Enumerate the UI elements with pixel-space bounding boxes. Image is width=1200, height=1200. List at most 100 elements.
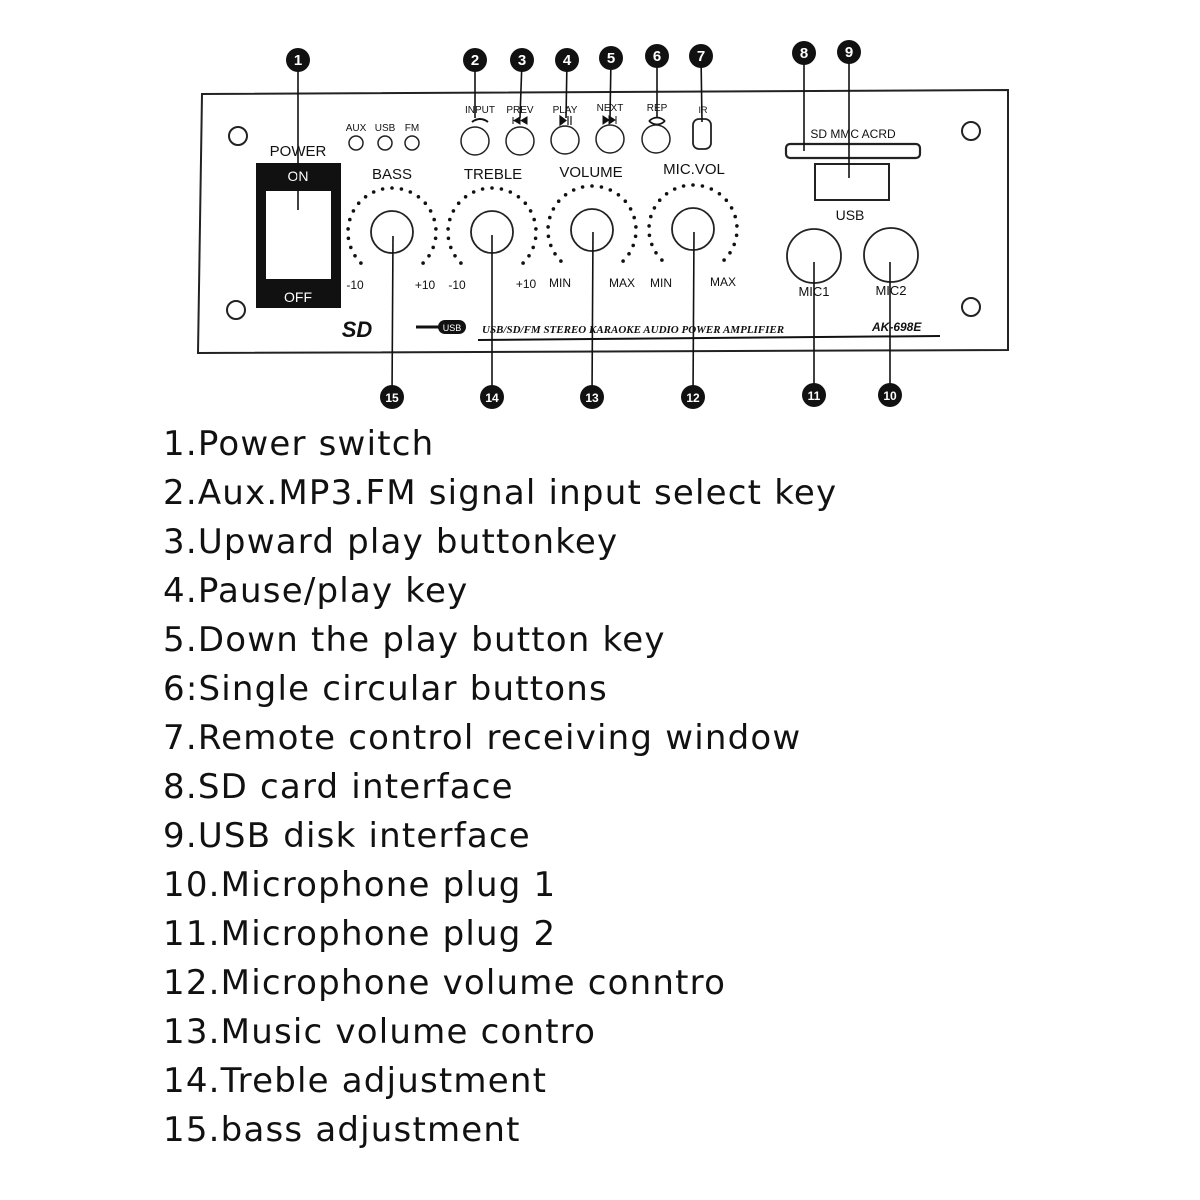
callout-number: 12: [686, 391, 700, 405]
legend-item-12: 12.Microphone volume conntro: [163, 963, 727, 1003]
legend-item-2: 2.Aux.MP3.FM signal input select key: [163, 473, 838, 513]
callout-badge: [681, 385, 705, 409]
legend-item-5: 5.Down the play button key: [163, 620, 666, 660]
bass-knob-label: BASS: [372, 166, 412, 183]
callout-badge: [380, 385, 404, 409]
mic2-label: MIC2: [875, 283, 906, 298]
next-button[interactable]: [595, 124, 625, 154]
callout-number: 9: [845, 44, 853, 61]
usb-port-label: USB: [836, 207, 865, 223]
function-buttons: INPUT PREV PLAY NEXT REP IR: [460, 103, 712, 156]
legend-item-9: 9.USB disk interface: [163, 816, 531, 856]
callout-badge: [837, 40, 861, 64]
callout-number: 10: [883, 389, 897, 403]
legend-item-7: 7.Remote control receiving window: [163, 718, 802, 758]
callout-number: 8: [800, 45, 808, 62]
callout-leader-line: [591, 231, 594, 398]
callout-badge: [645, 44, 669, 68]
callout-leader-line: [692, 231, 695, 398]
volume-knob-label: VOLUME: [559, 164, 622, 181]
legend-item-14: 14.Treble adjustment: [163, 1061, 548, 1101]
callout-badge: [286, 48, 310, 72]
treble-knob-label: TREBLE: [464, 166, 522, 183]
legend-item-1: 1.Power switch: [163, 424, 435, 464]
volume-knob[interactable]: [570, 208, 614, 252]
callout-badge: [689, 44, 713, 68]
usb-port[interactable]: [814, 163, 890, 201]
play-pause-icon: [559, 114, 572, 127]
sd-card-slot[interactable]: [784, 142, 922, 160]
repeat-icon: [648, 116, 666, 126]
legend-list: 1.Power switch 2.Aux.MP3.FM signal input…: [163, 420, 1163, 1155]
input-button[interactable]: [460, 126, 490, 156]
treble-min-label: -10: [448, 278, 466, 292]
callout-badge: [802, 383, 826, 407]
prev-icon: [512, 116, 528, 125]
callout-number: 11: [808, 389, 821, 403]
callout-badge: [792, 41, 816, 65]
usb-indicator-label: USB: [375, 123, 396, 134]
callout-number: 6: [653, 48, 661, 65]
callout-number: 3: [518, 52, 526, 69]
knob-scale-dots: [346, 183, 739, 265]
callout-badge: [599, 46, 623, 70]
bass-min-label: -10: [346, 278, 364, 292]
amplifier-panel-diagram: POWER ON OFF AUX USB FM INPUT PREV PLAY …: [196, 40, 1009, 409]
usb-led-icon: [377, 135, 393, 151]
volume-min-label: MIN: [549, 276, 571, 290]
usb-logo-text: USB: [443, 323, 462, 333]
callout-badge: [555, 48, 579, 72]
callout-badge: [878, 383, 902, 407]
sd-logo-icon: SD: [342, 317, 373, 342]
input-button-label: INPUT: [465, 105, 495, 116]
source-indicators: AUX USB FM: [346, 123, 420, 151]
title-underline: [477, 335, 941, 341]
legend-item-10: 10.Microphone plug 1: [163, 865, 557, 905]
play-button-label: PLAY: [553, 105, 578, 116]
mounting-hole: [228, 126, 248, 146]
mic-vol-knob[interactable]: [671, 207, 715, 251]
aux-indicator-label: AUX: [346, 123, 367, 134]
mic-vol-max-label: MAX: [710, 275, 736, 289]
mic2-jack[interactable]: [863, 227, 919, 283]
fm-led-icon: [404, 135, 420, 151]
callout-number: 7: [697, 48, 705, 65]
callout-number: 5: [607, 50, 615, 67]
aux-led-icon: [348, 135, 364, 151]
sd-slot-label: SD MMC ACRD: [810, 127, 896, 141]
next-icon: [602, 115, 617, 125]
input-arrow-icon: [471, 118, 489, 123]
panel-title: USB/SD/FM STEREO KARAOKE AUDIO POWER AMP…: [482, 324, 784, 336]
volume-max-label: MAX: [609, 276, 635, 290]
legend-item-8: 8.SD card interface: [163, 767, 514, 807]
power-off-label: OFF: [284, 289, 312, 305]
legend-item-4: 4.Pause/play key: [163, 571, 469, 611]
repeat-button[interactable]: [641, 124, 671, 154]
ir-label: IR: [699, 105, 709, 115]
callout-number: 15: [385, 391, 399, 405]
mounting-hole: [961, 121, 981, 141]
callout-badge: [463, 48, 487, 72]
callout-badge: [510, 48, 534, 72]
callout-leader-line: [391, 235, 394, 398]
callout-number: 14: [485, 391, 499, 405]
prev-button[interactable]: [505, 126, 535, 156]
callout-number: 2: [471, 52, 479, 69]
callout-badge: [480, 385, 504, 409]
legend-item-15: 15.bass adjustment: [163, 1110, 521, 1150]
bass-knob[interactable]: [370, 210, 414, 254]
mounting-hole: [226, 300, 246, 320]
play-button[interactable]: [550, 125, 580, 155]
fm-indicator-label: FM: [405, 123, 419, 134]
panel-outline: [196, 88, 1009, 355]
callout-number: 1: [294, 52, 302, 69]
mic-vol-knob-label: MIC.VOL: [663, 161, 725, 178]
usb-logo-icon: USB: [416, 320, 466, 334]
legend-item-6: 6:Single circular buttons: [163, 669, 608, 709]
mounting-hole: [961, 297, 981, 317]
legend-item-13: 13.Music volume contro: [163, 1012, 597, 1052]
callout-number: 4: [563, 52, 572, 69]
callout-badge: [580, 385, 604, 409]
